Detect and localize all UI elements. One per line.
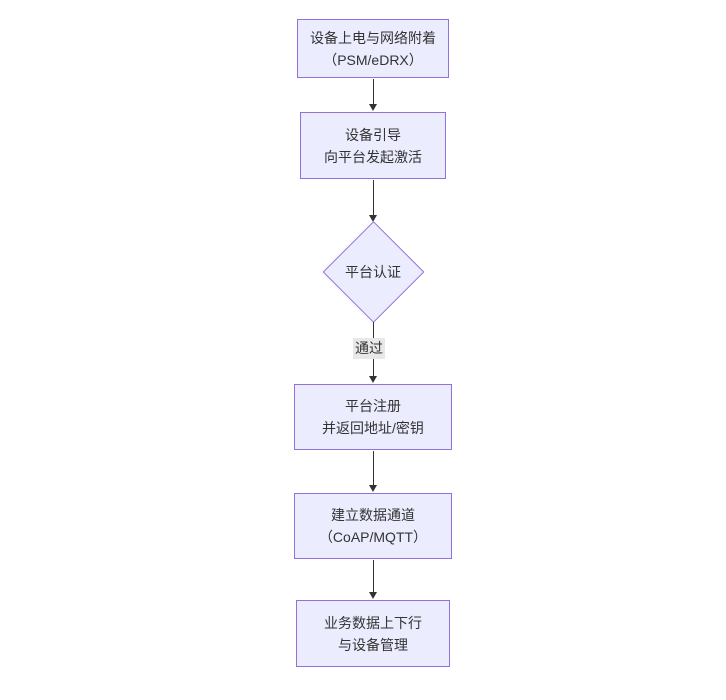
node-business-line1: 业务数据上下行	[324, 614, 422, 631]
node-register: 平台注册 并返回地址/密钥	[294, 384, 452, 450]
node-channel: 建立数据通道 （CoAP/MQTT）	[294, 493, 452, 559]
node-auth-decision: 平台认证	[322, 221, 425, 323]
arrow-channel-to-business	[368, 560, 377, 599]
node-bootstrap-line2: 向平台发起激活	[324, 148, 422, 165]
arrow-power-to-bootstrap	[368, 79, 377, 111]
node-channel-line2: （CoAP/MQTT）	[318, 529, 428, 545]
node-bootstrap-line1: 设备引导	[345, 126, 401, 143]
node-business: 业务数据上下行 与设备管理	[296, 600, 450, 667]
edge-label-pass: 通过	[353, 338, 385, 359]
arrow-register-to-channel	[368, 451, 377, 492]
node-register-line2: 并返回地址/密钥	[322, 420, 424, 436]
node-power-attach-line1: 设备上电与网络附着	[310, 29, 436, 46]
node-power-attach-line2: （PSM/eDRX）	[323, 51, 423, 68]
node-auth-label: 平台认证	[345, 264, 401, 280]
node-power-attach: 设备上电与网络附着 （PSM/eDRX）	[297, 19, 449, 78]
node-business-line2: 与设备管理	[338, 636, 408, 653]
node-bootstrap: 设备引导 向平台发起激活	[300, 112, 446, 179]
node-register-line1: 平台注册	[345, 398, 401, 414]
node-channel-line1: 建立数据通道	[331, 507, 415, 523]
arrow-bootstrap-to-auth	[368, 180, 377, 222]
